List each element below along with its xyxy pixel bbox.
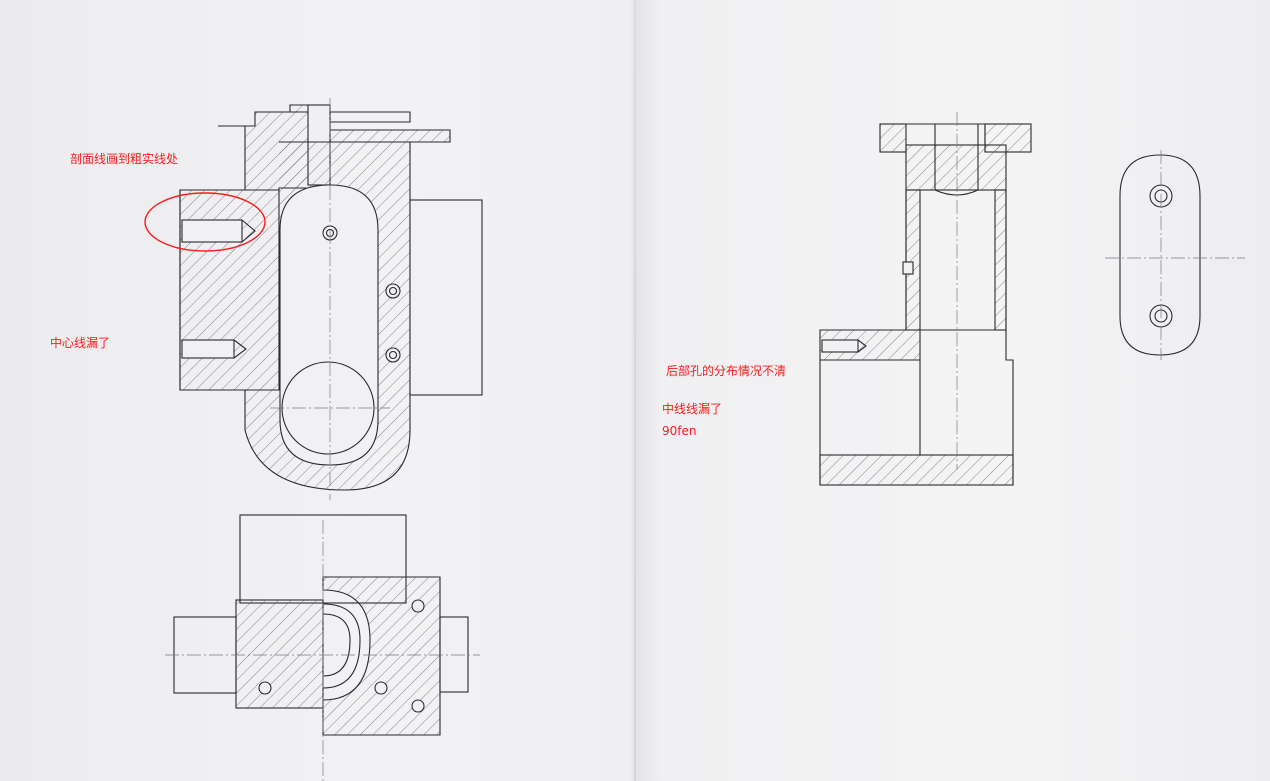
- side-section-view: [819, 123, 1032, 486]
- front-section-view: [179, 104, 483, 491]
- annotation-rear-holes: 后部孔的分布情况不清: [666, 364, 787, 378]
- highlight-ellipse: [144, 192, 266, 252]
- annotation-score: 90fen: [662, 424, 697, 438]
- annotation-centerline-right: 中线线漏了: [662, 402, 723, 416]
- rear-centerlines: [1105, 150, 1245, 360]
- annotation-hatch-note: 剖面线画到粗实线处: [70, 152, 179, 166]
- paper-fold: [634, 0, 636, 781]
- rear-view: [1119, 154, 1201, 356]
- top-view: [173, 514, 469, 736]
- annotation-centerline-left: 中心线漏了: [50, 336, 111, 350]
- top-centerlines: [165, 520, 480, 781]
- front-centerlines: [270, 98, 390, 500]
